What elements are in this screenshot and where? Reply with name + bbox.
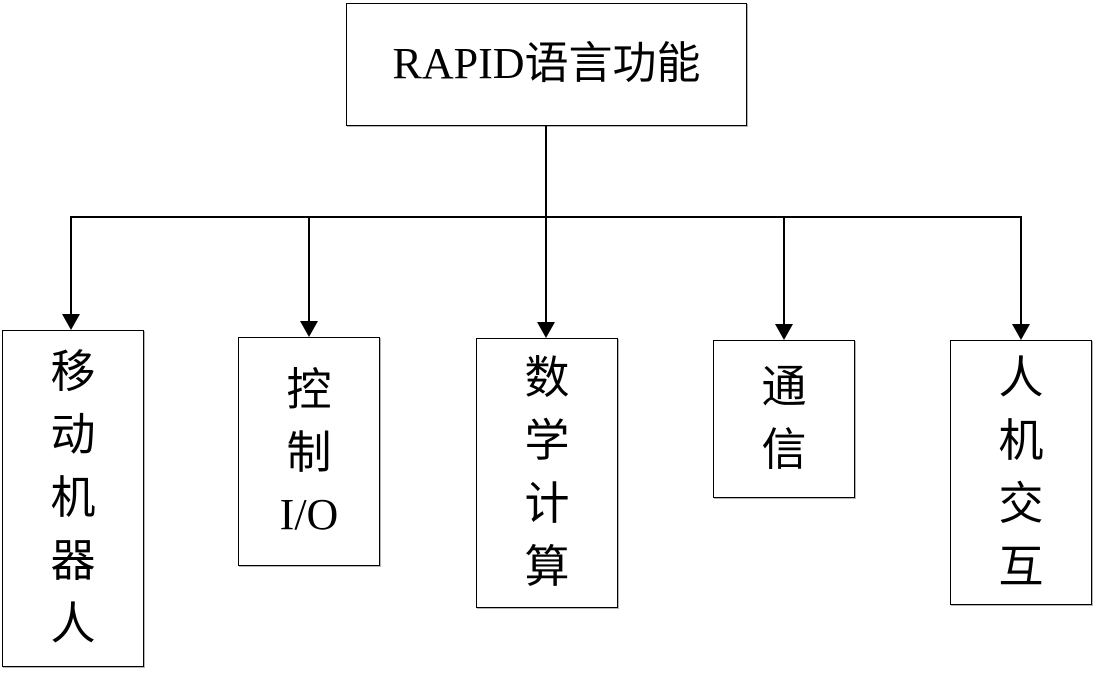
node-math-calculation[interactable]: 数 学 计 算 bbox=[476, 338, 618, 608]
arrowhead-5-icon bbox=[1012, 324, 1030, 340]
node-control-io-line-1: 控 bbox=[286, 364, 332, 415]
node-control-io[interactable]: 控 制 I/O bbox=[238, 337, 380, 566]
node-human-machine-interaction[interactable]: 人 机 交 互 bbox=[950, 340, 1092, 605]
node-mobile-robot-line-1: 移 bbox=[50, 347, 96, 397]
node-human-machine-interaction-line-4: 互 bbox=[998, 541, 1044, 592]
node-mobile-robot-line-4: 器 bbox=[50, 536, 96, 586]
node-communication[interactable]: 通 信 bbox=[713, 340, 855, 498]
connector-drop-3 bbox=[545, 216, 547, 323]
connector-drop-5 bbox=[1020, 216, 1022, 325]
arrowhead-2-icon bbox=[300, 321, 318, 337]
connector-drop-2 bbox=[308, 216, 310, 322]
node-mobile-robot-line-2: 动 bbox=[50, 410, 96, 460]
node-control-io-line-3: I/O bbox=[279, 489, 339, 539]
node-human-machine-interaction-line-3: 交 bbox=[998, 478, 1044, 529]
node-root-label: RAPID语言功能 bbox=[392, 39, 701, 89]
node-communication-line-1: 通 bbox=[761, 362, 807, 412]
arrowhead-1-icon bbox=[62, 314, 80, 330]
node-mobile-robot-line-3: 机 bbox=[50, 473, 96, 523]
node-math-calculation-line-4: 算 bbox=[524, 542, 570, 592]
arrowhead-3-icon bbox=[537, 322, 555, 338]
node-math-calculation-line-2: 学 bbox=[524, 416, 570, 466]
node-communication-line-2: 信 bbox=[761, 425, 807, 475]
node-math-calculation-line-1: 数 bbox=[524, 353, 570, 403]
connector-root-stem bbox=[545, 126, 547, 218]
node-control-io-line-2: 制 bbox=[286, 427, 332, 478]
node-human-machine-interaction-line-2: 机 bbox=[998, 415, 1044, 466]
node-mobile-robot-line-5: 人 bbox=[50, 599, 96, 649]
node-math-calculation-line-3: 计 bbox=[524, 479, 570, 529]
arrowhead-4-icon bbox=[775, 324, 793, 340]
node-mobile-robot[interactable]: 移 动 机 器 人 bbox=[2, 330, 144, 667]
node-human-machine-interaction-line-1: 人 bbox=[998, 352, 1044, 403]
node-root[interactable]: RAPID语言功能 bbox=[346, 3, 747, 126]
connector-drop-1 bbox=[70, 216, 72, 317]
connector-drop-4 bbox=[783, 216, 785, 325]
